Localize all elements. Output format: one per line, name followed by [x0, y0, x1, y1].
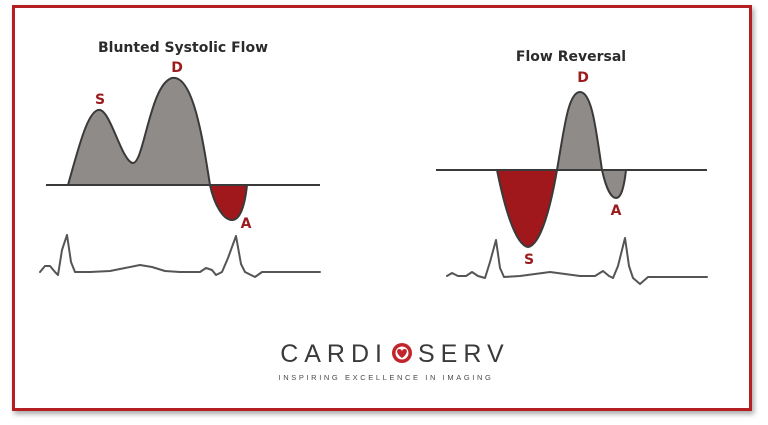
logo-text-left: CARDI — [280, 340, 388, 368]
left-panel: Blunted Systolic Flow S D A — [39, 40, 321, 278]
cardioserv-logo: CARDI SERV INSPIRING EXCELLENCE IN IMAGI… — [279, 340, 510, 382]
heart-o-icon — [392, 343, 412, 363]
diagram-frame — [12, 5, 752, 411]
right-panel-title: Flow Reversal — [516, 49, 626, 65]
right-s-wave-label: S — [524, 252, 534, 268]
left-d-wave-label: D — [171, 60, 183, 76]
left-forward-flow-waveform — [67, 76, 211, 186]
left-panel-title: Blunted Systolic Flow — [98, 40, 268, 56]
left-a-wave-label: A — [241, 216, 252, 232]
logo-text-right: SERV — [418, 340, 510, 368]
right-a-wave-reversal — [601, 169, 627, 199]
right-d-wave-forward — [556, 91, 603, 171]
left-ecg-trace — [39, 234, 321, 278]
left-s-wave-label: S — [95, 92, 105, 108]
right-d-wave-label: D — [577, 70, 589, 86]
left-a-wave-reversal — [209, 184, 248, 221]
right-panel: Flow Reversal D A S — [436, 49, 708, 285]
right-a-wave-label: A — [611, 203, 622, 219]
logo-tagline: INSPIRING EXCELLENCE IN IMAGING — [279, 373, 494, 382]
right-s-wave-reversal — [496, 169, 558, 248]
right-ecg-trace — [446, 237, 708, 285]
